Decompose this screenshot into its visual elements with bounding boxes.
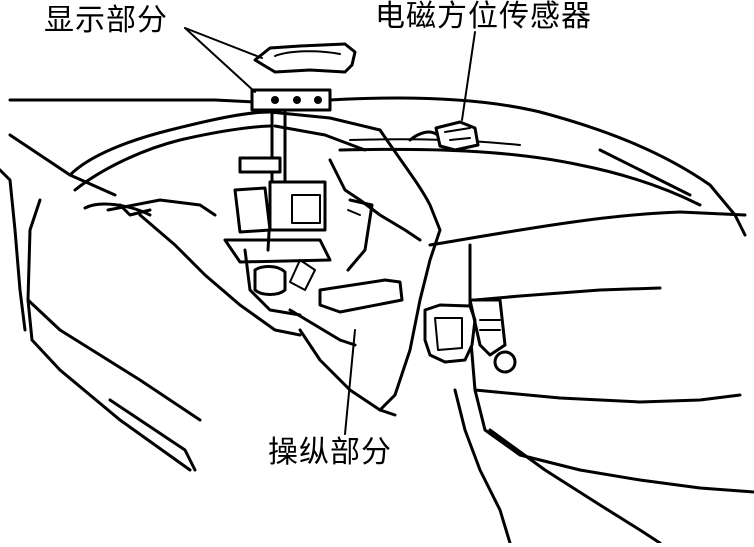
rear-body-side xyxy=(453,243,754,545)
sensor-unit xyxy=(408,120,480,152)
windshield-frame xyxy=(68,110,382,217)
side-mirror xyxy=(423,298,517,374)
control-part-label: 操纵部分 xyxy=(268,435,392,470)
interior-controls xyxy=(106,156,404,347)
display-part-label: 显示部分 xyxy=(44,3,168,38)
roof-and-rear-window xyxy=(328,96,747,247)
leader-lines xyxy=(184,27,476,435)
car-body-outline xyxy=(0,98,257,472)
door-opening xyxy=(138,128,442,417)
em-position-sensor-label: 电磁方位传感器 xyxy=(375,0,592,34)
